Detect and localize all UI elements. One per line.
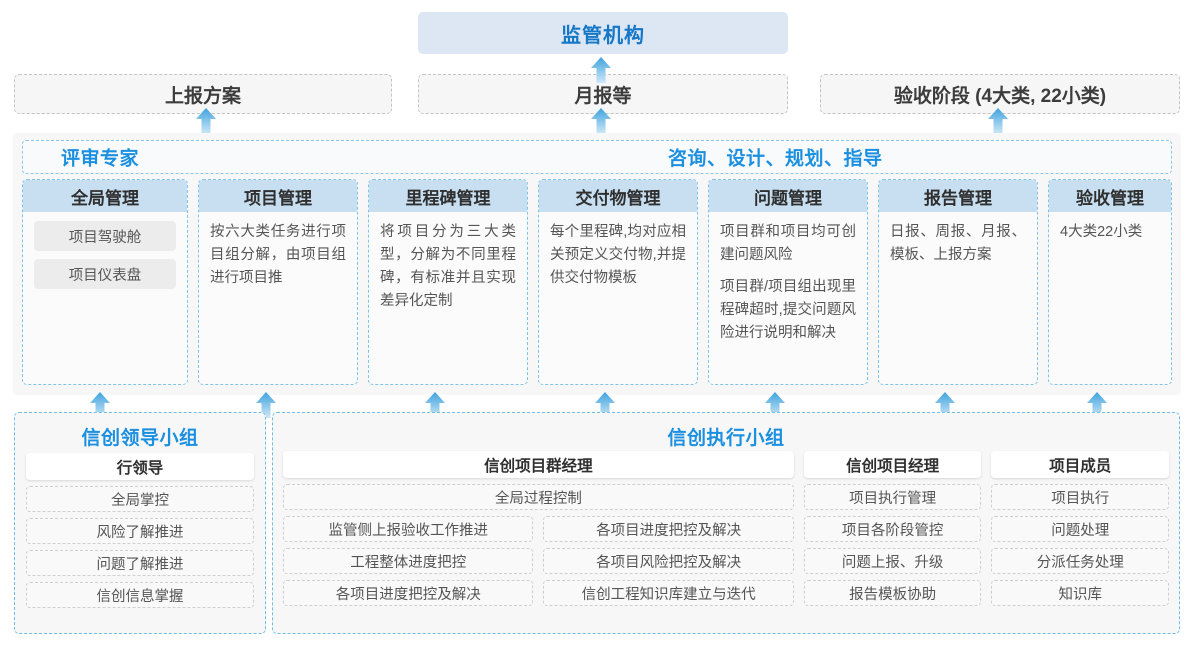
arrow-up-icon (764, 392, 786, 418)
program-manager-grid: 监管侧上报验收工作推进 工程整体进度把控 各项目进度把控及解决 各项目进度把控及… (283, 510, 794, 606)
role-header: 行领导 (26, 453, 254, 480)
module-paragraph: 每个里程碑,均对应相关预定义交付物,并提供交付物模板 (550, 224, 686, 286)
module-title: 全局管理 (23, 180, 187, 212)
module-column-global[interactable]: 全局管理 项目驾驶舱 项目仪表盘 (22, 179, 188, 385)
list-item[interactable]: 问题了解推进 (26, 550, 254, 576)
list-item[interactable]: 信创信息掌握 (26, 582, 254, 608)
module-paragraph: 日报、周报、月报、模板、上报方案 (890, 224, 1026, 263)
list-item[interactable]: 项目执行 (991, 484, 1169, 510)
chip-item[interactable]: 项目驾驶舱 (34, 221, 176, 251)
program-manager-left-col: 监管侧上报验收工作推进 工程整体进度把控 各项目进度把控及解决 (283, 510, 534, 606)
role-header: 信创项目经理 (803, 451, 982, 478)
module-title: 问题管理 (709, 180, 867, 212)
module-paragraph: 4大类22小类 (1060, 224, 1143, 240)
module-title: 报告管理 (879, 180, 1037, 212)
list-item[interactable]: 各项目进度把控及解决 (283, 580, 534, 606)
group-title: 信创领导小组 (81, 428, 199, 449)
label-review-experts: 评审专家 (61, 148, 140, 170)
leadership-body: 行领导 全局掌控 风险了解推进 问题了解推进 信创信息掌握 (15, 450, 265, 608)
list-item[interactable]: 知识库 (991, 580, 1169, 606)
module-column-deliverable[interactable]: 交付物管理 每个里程碑,均对应相关预定义交付物,并提供交付物模板 (538, 179, 698, 385)
list-item[interactable]: 信创工程知识库建立与迭代 (543, 580, 794, 606)
report-box-acceptance: 验收阶段 (4大类, 22小类) (820, 74, 1180, 114)
list-item[interactable]: 全局掌控 (26, 486, 254, 512)
label-consulting-design: 咨询、设计、规划、指导 (668, 148, 883, 170)
group-leadership: 信创领导小组 行领导 全局掌控 风险了解推进 问题了解推进 信创信息掌握 (14, 412, 266, 634)
arrow-up-icon (594, 392, 616, 418)
column-project-members: 项目成员 项目执行 问题处理 分派任务处理 知识库 (991, 451, 1169, 606)
module-paragraph: 按六大类任务进行项目组分解，由项目组进行项目推 (210, 224, 346, 286)
arrow-up-icon (987, 108, 1009, 134)
module-paragraph: 将项目分为三大类型，分解为不同里程碑，有标准并且实现差异化定制 (380, 224, 516, 309)
report-box-plan: 上报方案 (14, 74, 392, 114)
list-item[interactable]: 监管侧上报验收工作推进 (283, 516, 534, 542)
module-body: 将项目分为三大类型，分解为不同里程碑，有标准并且实现差异化定制 (369, 212, 527, 313)
module-column-project[interactable]: 项目管理 按六大类任务进行项目组分解，由项目组进行项目推 (198, 179, 358, 385)
list-item[interactable]: 问题上报、升级 (803, 548, 982, 574)
module-paragraph: 项目群和项目均可创建问题风险 (720, 224, 856, 263)
arrow-up-icon (590, 57, 612, 83)
role-header: 信创项目群经理 (283, 451, 794, 478)
middle-section-header: 评审专家 咨询、设计、规划、指导 (22, 140, 1172, 174)
middle-section: 评审专家 咨询、设计、规划、指导 全局管理 项目驾驶舱 项目仪表盘 项目管理 按… (13, 133, 1181, 395)
role-header: 项目成员 (991, 451, 1169, 478)
arrow-up-icon (89, 392, 111, 418)
column-project-manager: 信创项目经理 项目执行管理 项目各阶段管控 问题上报、升级 报告模板协助 (803, 451, 982, 606)
module-body: 按六大类任务进行项目组分解，由项目组进行项目推 (199, 212, 357, 290)
list-item[interactable]: 项目各阶段管控 (803, 516, 982, 542)
module-body: 日报、周报、月报、模板、上报方案 (879, 212, 1037, 267)
module-column-milestone[interactable]: 里程碑管理 将项目分为三大类型，分解为不同里程碑，有标准并且实现差异化定制 (368, 179, 528, 385)
list-item[interactable]: 项目执行管理 (803, 484, 982, 510)
module-paragraph: 项目群/项目组出现里程碑超时,提交问题风险进行说明和解决 (720, 278, 856, 341)
list-item[interactable]: 问题处理 (991, 516, 1169, 542)
group-execution: 信创执行小组 信创项目群经理 全局过程控制 监管侧上报验收工作推进 工程整体进度… (272, 412, 1180, 634)
arrow-up-icon (590, 108, 612, 134)
chip-item[interactable]: 项目仪表盘 (34, 259, 176, 289)
list-item[interactable]: 工程整体进度把控 (283, 548, 534, 574)
module-body: 4大类22小类 (1049, 212, 1171, 244)
list-item[interactable]: 全局过程控制 (283, 484, 794, 510)
arrow-up-icon (195, 108, 217, 134)
list-item[interactable]: 各项目风险把控及解决 (543, 548, 794, 574)
group-title: 信创执行小组 (667, 428, 785, 449)
arrow-up-icon (255, 392, 277, 418)
module-title: 交付物管理 (539, 180, 697, 212)
list-item[interactable]: 风险了解推进 (26, 518, 254, 544)
list-item[interactable]: 分派任务处理 (991, 548, 1169, 574)
list-item[interactable]: 各项目进度把控及解决 (543, 516, 794, 542)
module-body: 项目群和项目均可创建问题风险 项目群/项目组出现里程碑超时,提交问题风险进行说明… (709, 212, 867, 345)
column-program-manager: 信创项目群经理 全局过程控制 监管侧上报验收工作推进 工程整体进度把控 各项目进… (283, 451, 794, 606)
program-manager-right-col: 各项目进度把控及解决 各项目风险把控及解决 信创工程知识库建立与迭代 (543, 510, 794, 606)
module-column-report[interactable]: 报告管理 日报、周报、月报、模板、上报方案 (878, 179, 1038, 385)
module-column-acceptance[interactable]: 验收管理 4大类22小类 (1048, 179, 1172, 385)
list-item[interactable]: 报告模板协助 (803, 580, 982, 606)
arrow-up-icon (934, 392, 956, 418)
execution-columns: 信创项目群经理 全局过程控制 监管侧上报验收工作推进 工程整体进度把控 各项目进… (273, 451, 1179, 606)
arrow-up-icon (1086, 392, 1108, 418)
regulator-box: 监管机构 (418, 12, 788, 54)
module-body: 项目驾驶舱 项目仪表盘 (23, 212, 187, 289)
module-title: 验收管理 (1049, 180, 1171, 212)
module-title: 里程碑管理 (369, 180, 527, 212)
module-body: 每个里程碑,均对应相关预定义交付物,并提供交付物模板 (539, 212, 697, 290)
module-column-issue[interactable]: 问题管理 项目群和项目均可创建问题风险 项目群/项目组出现里程碑超时,提交问题风… (708, 179, 868, 385)
module-title: 项目管理 (199, 180, 357, 212)
arrow-up-icon (424, 392, 446, 418)
